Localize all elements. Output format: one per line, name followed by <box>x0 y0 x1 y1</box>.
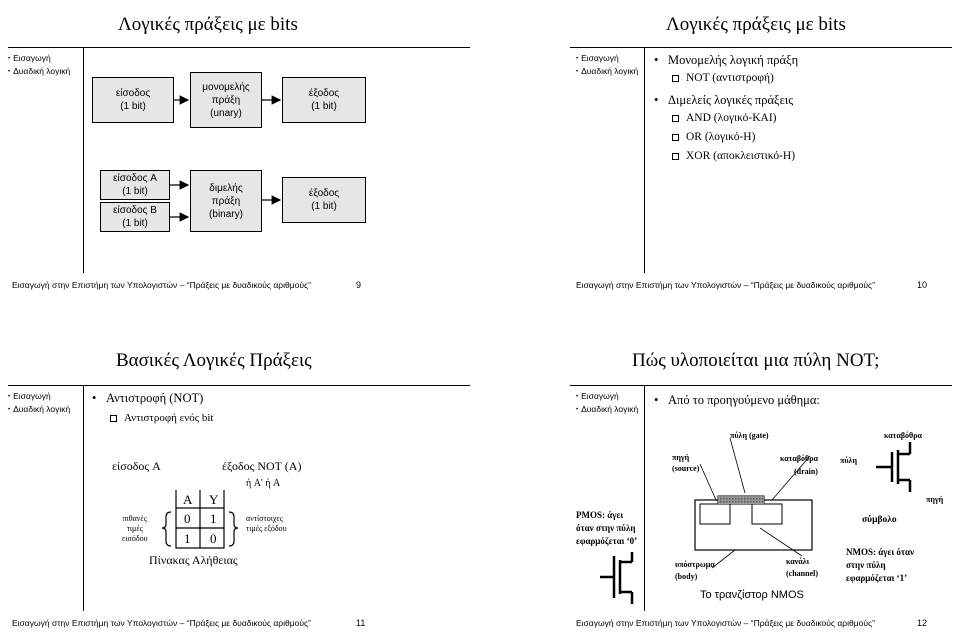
source-label: πηγή (source) <box>672 453 700 473</box>
channel-label: κανάλι (channel) <box>786 557 818 578</box>
page-number: 11 <box>356 618 366 628</box>
cell-a-1: 1 <box>184 531 191 546</box>
truth-table-grid <box>175 490 225 549</box>
nav-item-intro[interactable]: Εισαγωγή <box>8 52 70 65</box>
nmos-symbol <box>876 442 912 492</box>
left-brace <box>161 511 172 547</box>
nav-item-binary-logic[interactable]: Δυαδική λογική <box>576 65 638 78</box>
bullet-unary: •Μονομελής λογική πράξη <box>654 53 799 67</box>
possible-values-label: πιθανές τιμές εισόδου <box>122 514 148 543</box>
cell-y-1: 0 <box>210 531 217 546</box>
input-b-box: είσοδος B (1 bit) <box>100 202 170 232</box>
slide-11-nav: Εισαγωγή Δυαδική λογική <box>8 390 70 416</box>
slide-10-footer: Εισαγωγή στην Επιστήμη των Υπολογιστών –… <box>576 280 875 290</box>
unary-output-box: έξοδος (1 bit) <box>282 77 366 123</box>
substrate-label: υπόστρωμα (body) <box>675 560 715 581</box>
source-short-label: πηγή <box>926 495 944 504</box>
drain-top-label: καταβόθρα <box>884 431 922 440</box>
slide-11-footer: Εισαγωγή στην Επιστήμη των Υπολογιστών –… <box>12 618 311 628</box>
unary-operation-box: μονομελής πράξη (unary) <box>190 72 262 128</box>
nav-item-binary-logic[interactable]: Δυαδική λογική <box>576 403 638 416</box>
slide-9-title: Λογικές πράξεις με bits <box>118 14 298 35</box>
alt-notation: ή A' ή A <box>246 478 281 489</box>
divider <box>644 386 645 611</box>
binary-output-box: έξοδος (1 bit) <box>282 177 366 223</box>
nav-item-intro[interactable]: Εισαγωγή <box>576 52 638 65</box>
binary-operation-box: διμελής πράξη (binary) <box>190 170 262 232</box>
slide-11-title: Βασικές Λογικές Πράξεις <box>116 350 312 371</box>
gate-label: πύλη (gate) <box>730 431 769 440</box>
nav-item-intro[interactable]: Εισαγωγή <box>8 390 70 403</box>
bullet-not: •Αντιστροφή (NOT) <box>92 391 204 405</box>
drain-label: καταβόθρα (drain) <box>780 454 818 476</box>
slide-12-title: Πώς υλοποιείται μια πύλη NOT; <box>632 350 880 371</box>
header-a: A <box>183 492 193 507</box>
page-number: 12 <box>917 618 928 628</box>
cell-y-0: 1 <box>210 511 217 526</box>
bullet-binary: •Διμελείς λογικές πράξεις <box>654 93 794 107</box>
cell-a-0: 0 <box>184 511 191 526</box>
nav-item-binary-logic[interactable]: Δυαδική λογική <box>8 65 70 78</box>
divider <box>83 48 84 273</box>
divider <box>570 385 952 386</box>
input-label: είσοδος A <box>112 459 161 473</box>
divider <box>644 48 645 273</box>
gate-short-label: πύλη <box>840 456 858 465</box>
sub-not: NOT (αντιστροφή) <box>672 72 774 84</box>
divider <box>8 385 470 386</box>
slide-9-nav: Εισαγωγή Δυαδική λογική <box>8 52 70 78</box>
slide-12-nav: Εισαγωγή Δυαδική λογική <box>576 390 638 416</box>
divider <box>8 47 470 48</box>
sub-or: OR (λογικό-Η) <box>672 131 755 143</box>
page-number: 9 <box>356 280 362 290</box>
pmos-symbol <box>600 552 634 604</box>
corresponding-values-label: αντίστοιχες τιμές εξόδου <box>246 514 287 533</box>
nmos-note: NMOS: άγει όταν στην πύλη εφαρμόζεται ‘1… <box>846 547 915 583</box>
divider <box>83 386 84 611</box>
truth-table-label: Πίνακας Αλήθειας <box>149 553 238 567</box>
transistor-caption: Το τρανζίστορ NMOS <box>700 589 804 601</box>
sub-and: AND (λογικό-ΚΑΙ) <box>672 112 777 124</box>
header-y: Y <box>209 492 219 507</box>
slide-10-title: Λογικές πράξεις με bits <box>666 14 846 35</box>
sub-invert-bit: Αντιστροφή ενός bit <box>110 412 213 424</box>
sub-xor: XOR (αποκλειστικό-Η) <box>672 150 795 162</box>
input-a-box: είσοδος A (1 bit) <box>100 170 170 200</box>
slide-9-footer: Εισαγωγή στην Επιστήμη των Υπολογιστών –… <box>12 280 311 290</box>
output-label: έξοδος NOT (A) <box>222 459 302 473</box>
page-number: 10 <box>917 280 928 290</box>
nav-item-intro[interactable]: Εισαγωγή <box>576 390 638 403</box>
nav-item-binary-logic[interactable]: Δυαδική λογική <box>8 403 70 416</box>
pmos-note: PMOS: άγει όταν στην πύλη εφαρμόζεται ‘0… <box>576 510 638 546</box>
bullet-previous-lesson: •Από το προηγούμενο μάθημα: <box>654 393 820 407</box>
slide-12-footer: Εισαγωγή στην Επιστήμη των Υπολογιστών –… <box>576 618 875 628</box>
right-brace <box>228 511 239 547</box>
slide-10-nav: Εισαγωγή Δυαδική λογική <box>576 52 638 78</box>
unary-input-box: είσοδος (1 bit) <box>92 77 174 123</box>
divider <box>570 47 952 48</box>
nmos-cross-section <box>694 437 813 569</box>
symbol-label: σύμβολο <box>862 515 897 525</box>
